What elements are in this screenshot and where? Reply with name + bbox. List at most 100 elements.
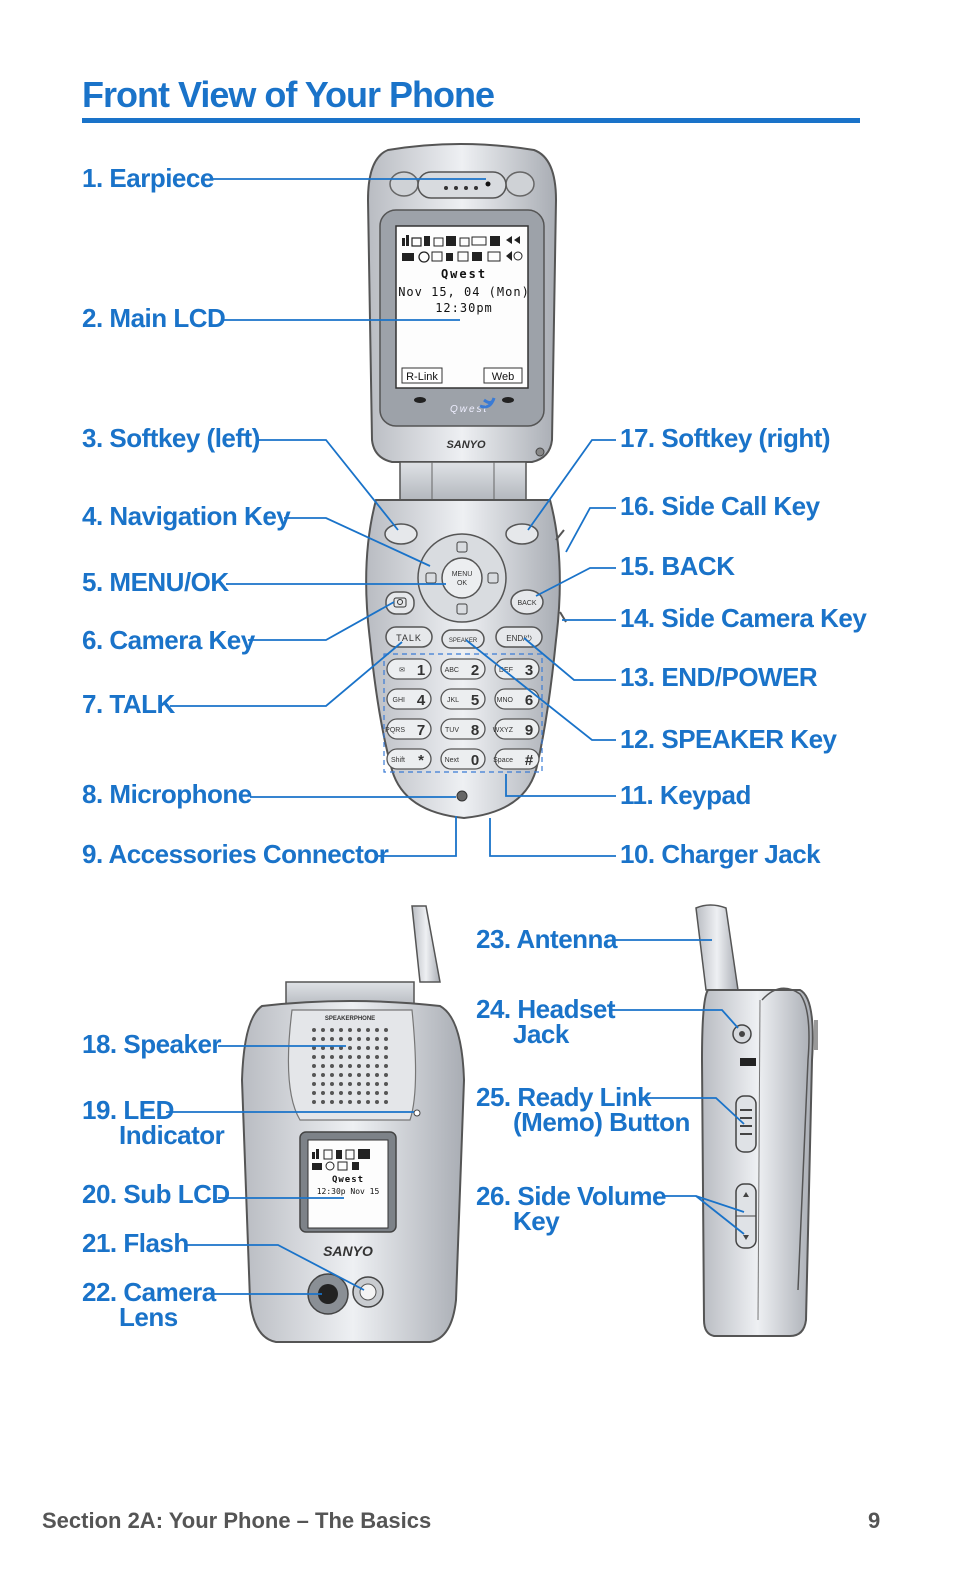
grille-dot (330, 1055, 334, 1059)
keypad-key-hash: Space# (493, 748, 540, 770)
grille-dot (357, 1082, 361, 1086)
brand-logo: SANYO (446, 439, 486, 451)
label-sub-lcd: 20. Sub LCD (82, 1179, 230, 1209)
svg-text:MNO: MNO (497, 697, 514, 704)
page-number: 9 (868, 1508, 881, 1533)
grille-dot (330, 1028, 334, 1032)
main-lcd (395, 225, 529, 389)
lcd-softkey-right: Web (492, 371, 514, 383)
camera-key (385, 591, 415, 615)
grille-dot (384, 1046, 388, 1050)
keypad-key-9: WXYZ 9 (493, 718, 540, 740)
microphone (456, 790, 468, 802)
grille-dot (375, 1037, 379, 1041)
svg-text:Next: Next (445, 757, 459, 764)
antenna-side (695, 904, 739, 991)
grille-dot (321, 1082, 325, 1086)
svg-text:6: 6 (525, 692, 533, 709)
label-speaker-key: 12. SPEAKER Key (620, 724, 837, 754)
svg-text:MENU: MENU (452, 571, 473, 578)
grille-dot (348, 1082, 352, 1086)
svg-text:DEF: DEF (499, 667, 513, 674)
grille-dot (375, 1100, 379, 1104)
grille-dot (357, 1046, 361, 1050)
grille-dot (366, 1091, 370, 1095)
label-navigation-key: 4. Navigation Key (82, 501, 291, 531)
grille-dot (312, 1100, 316, 1104)
grille-dot (321, 1091, 325, 1095)
svg-text:0: 0 (471, 752, 479, 769)
grille-dot (366, 1028, 370, 1032)
grille-dot (366, 1100, 370, 1104)
lcd-status-icons (402, 235, 523, 263)
leader-lines-open (170, 178, 616, 857)
svg-text:Space: Space (493, 757, 513, 764)
grille-dot (357, 1091, 361, 1095)
speaker-grille (312, 1028, 388, 1104)
grille-dot (348, 1100, 352, 1104)
svg-text:ABC: ABC (445, 667, 459, 674)
page-title: Front View of Your Phone (82, 74, 495, 115)
svg-text:9: 9 (525, 722, 533, 739)
svg-text:4: 4 (417, 692, 426, 709)
antenna-closed (411, 905, 441, 983)
svg-text:WXYZ: WXYZ (493, 727, 514, 734)
sub-lcd-carrier: Qwest (332, 1175, 364, 1185)
svg-text:2: 2 (471, 662, 479, 679)
back-key (510, 589, 544, 615)
svg-text:TALK: TALK (396, 633, 422, 643)
grille-dot (330, 1037, 334, 1041)
label-side-call-key: 16. Side Call Key (620, 491, 820, 521)
grille-dot (330, 1091, 334, 1095)
keypad-key-3: DEF 3 (494, 658, 540, 680)
grille-dot (375, 1073, 379, 1077)
grille-dot (375, 1091, 379, 1095)
grille-dot (330, 1100, 334, 1104)
grille-dot (357, 1064, 361, 1068)
grille-dot (312, 1091, 316, 1095)
grille-dot (312, 1046, 316, 1050)
label-antenna: 23. Antenna (476, 924, 617, 954)
speakerphone-text: SPEAKERPHONE (325, 1016, 375, 1022)
label-speaker: 18. Speaker (82, 1029, 222, 1059)
keypad-key-0: Next 0 (440, 748, 486, 770)
grille-dot (357, 1028, 361, 1032)
grille-dot (357, 1073, 361, 1077)
grille-dot (366, 1046, 370, 1050)
svg-text:3: 3 (525, 662, 533, 679)
grille-dot (312, 1073, 316, 1077)
grille-dot (339, 1037, 343, 1041)
label-softkey-left: 3. Softkey (left) (82, 423, 260, 453)
softkey-right (505, 523, 539, 545)
grille-dot (339, 1064, 343, 1068)
lcd-time: 12:30pm (435, 301, 493, 315)
grille-dot (384, 1073, 388, 1077)
grille-dot (375, 1055, 379, 1059)
closed-phone: SPEAKERPHONE Qwest 12:30p Nov 15 SANYO (240, 905, 466, 1343)
camera-lens (318, 1284, 338, 1304)
hinge (399, 461, 527, 501)
svg-text:TUV: TUV (445, 727, 459, 734)
flash (359, 1283, 377, 1301)
grille-dot (357, 1037, 361, 1041)
sub-lcd (307, 1139, 389, 1229)
svg-text:Shift: Shift (391, 757, 405, 764)
grille-dot (312, 1055, 316, 1059)
keypad-outline (383, 653, 543, 773)
label-camera-key: 6. Camera Key (82, 625, 255, 655)
grille-dot (321, 1073, 325, 1077)
grille-dot (339, 1028, 343, 1032)
grille-dot (339, 1055, 343, 1059)
svg-text:*: * (418, 752, 424, 769)
lcd-softkey-left: R-Link (406, 371, 438, 383)
keypad-key-1: ✉1 (386, 658, 432, 680)
softkey-left (384, 523, 418, 545)
grille-dot (366, 1064, 370, 1068)
label-side-camera-key: 14. Side Camera Key (620, 603, 867, 633)
